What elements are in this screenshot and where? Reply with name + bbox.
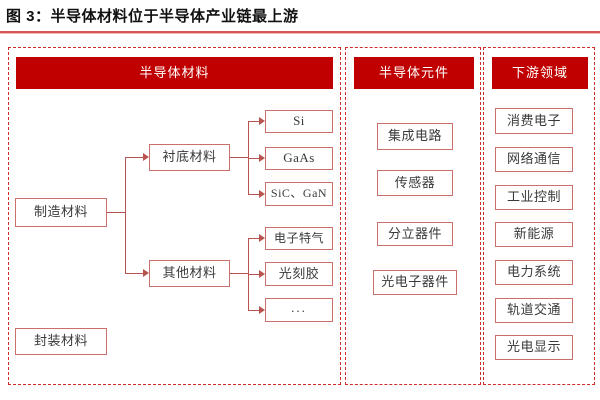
connector-to-photoresist — [248, 274, 259, 275]
box-substrate-materials: 衬底材料 — [149, 144, 230, 171]
title-underline — [0, 31, 600, 34]
box-photoresist: 光刻胶 — [265, 262, 333, 286]
box-gaas: GaAs — [265, 147, 333, 170]
arrowhead-photoresist — [259, 270, 265, 278]
materials-panel-header: 半导体材料 — [16, 57, 333, 89]
box-sic-gan: SiC、GaN — [265, 182, 333, 206]
figure-title: 图 3：半导体材料位于半导体产业链最上游 — [6, 8, 299, 25]
arrowhead-gaas — [259, 154, 265, 162]
arrowhead-sic-gan — [259, 190, 265, 198]
panel-semiconductor-materials — [8, 47, 341, 385]
box-network-communications: 网络通信 — [495, 147, 573, 172]
connector-other-stub — [230, 273, 248, 274]
panel-downstream-fields — [483, 47, 595, 385]
arrowhead-substrate — [143, 153, 149, 161]
box-electronic-gases: 电子特气 — [265, 227, 333, 250]
downstream-panel-header: 下游领域 — [492, 57, 588, 89]
connector-to-gases — [248, 238, 259, 239]
box-packaging-materials: 封装材料 — [15, 328, 107, 355]
box-power-systems: 电力系统 — [495, 260, 573, 285]
box-other-materials: 其他材料 — [149, 260, 230, 287]
box-discrete-devices: 分立器件 — [377, 222, 453, 246]
connector-to-other — [125, 273, 143, 274]
box-new-energy: 新能源 — [495, 222, 573, 247]
connector-root-stub — [107, 212, 125, 213]
arrowhead-ellipsis — [259, 306, 265, 314]
box-optoelectronic-devices: 光电子器件 — [373, 270, 457, 295]
components-panel-header: 半导体元件 — [354, 57, 474, 89]
arrowhead-si — [259, 117, 265, 125]
box-si: Si — [265, 110, 333, 133]
connector-substrate-stub — [230, 157, 248, 158]
connector-to-gaas — [248, 158, 259, 159]
box-manufacturing-materials: 制造材料 — [15, 198, 107, 227]
box-industrial-control: 工业控制 — [495, 185, 573, 210]
arrowhead-other — [143, 269, 149, 277]
connector-to-sic-gan — [248, 194, 259, 195]
box-rail-transit: 轨道交通 — [495, 298, 573, 323]
panel-semiconductor-components — [345, 47, 481, 385]
box-ellipsis-other: ... — [265, 298, 333, 322]
box-integrated-circuits: 集成电路 — [377, 123, 453, 150]
connector-root-branch-vline — [125, 157, 126, 274]
box-optoelectronic-display: 光电显示 — [495, 335, 573, 360]
connector-to-ellipsis — [248, 310, 259, 311]
box-sensors: 传感器 — [377, 170, 453, 196]
box-consumer-electronics: 消费电子 — [495, 108, 573, 134]
connector-to-substrate — [125, 157, 143, 158]
connector-to-si — [248, 121, 259, 122]
arrowhead-gases — [259, 234, 265, 242]
